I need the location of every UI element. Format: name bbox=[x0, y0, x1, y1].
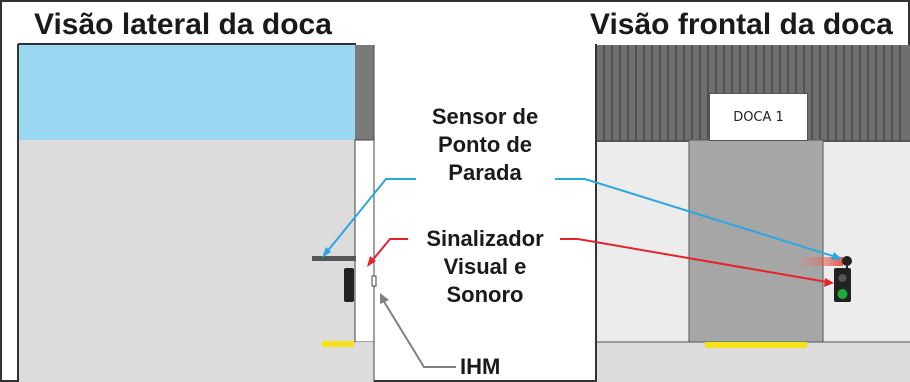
stop-sensor-callout-line-3: Parada bbox=[448, 160, 522, 185]
sensor-leader-side bbox=[325, 178, 416, 254]
front-view-signal-red-lamp bbox=[838, 274, 847, 282]
front-view-signal-green-lamp bbox=[837, 289, 848, 299]
front-view-corrugation-lines bbox=[603, 45, 901, 140]
front-view-sensor-beam bbox=[795, 257, 843, 266]
signal-callout: Sinalizador Visual e Sonoro bbox=[400, 225, 570, 309]
side-view-stop-sensor bbox=[312, 256, 356, 261]
signal-leader-side bbox=[370, 238, 408, 263]
sensor-arrowhead-side bbox=[322, 247, 331, 258]
side-view-signal-light bbox=[344, 268, 354, 302]
front-view-stop-sensor bbox=[842, 256, 852, 266]
front-view-bumper bbox=[705, 342, 807, 348]
hmi-callout: IHM bbox=[460, 354, 501, 379]
stop-sensor-callout-line-1: Sensor de bbox=[431, 104, 539, 129]
side-view-sky bbox=[19, 45, 355, 140]
hmi-leader bbox=[382, 299, 456, 368]
side-view-building-wall bbox=[355, 45, 374, 140]
signal-arrowhead-front bbox=[824, 278, 834, 287]
sensor-leader-front bbox=[555, 178, 837, 258]
side-view-ground bbox=[19, 140, 355, 382]
front-view-dock-door bbox=[688, 139, 824, 343]
stop-sensor-callout: Sensor de Ponto de Parada bbox=[400, 103, 570, 187]
front-view-title: Visão frontal da doca bbox=[590, 8, 893, 41]
side-view-title: Visão lateral da doca bbox=[34, 8, 332, 41]
signal-callout-line-2: Visual e bbox=[443, 254, 527, 279]
signal-callout-line-3: Sonoro bbox=[446, 282, 524, 307]
side-view-bumper bbox=[322, 341, 354, 347]
signal-leader-front bbox=[560, 238, 828, 283]
hmi-arrowhead bbox=[380, 293, 389, 304]
dock-number-label: DOCA 1 bbox=[733, 109, 784, 125]
signal-callout-line-1: Sinalizador bbox=[426, 226, 544, 251]
side-view-dock-wall bbox=[354, 139, 375, 343]
side-view-hmi bbox=[371, 275, 377, 287]
side-view-dock-floor bbox=[355, 342, 374, 382]
sensor-arrowhead-front bbox=[831, 252, 842, 260]
signal-arrowhead-side bbox=[367, 256, 376, 267]
stop-sensor-callout-line-2: Ponto de bbox=[437, 132, 533, 157]
front-view-floor bbox=[597, 342, 910, 382]
dock-number-sign: DOCA 1 bbox=[709, 93, 808, 141]
